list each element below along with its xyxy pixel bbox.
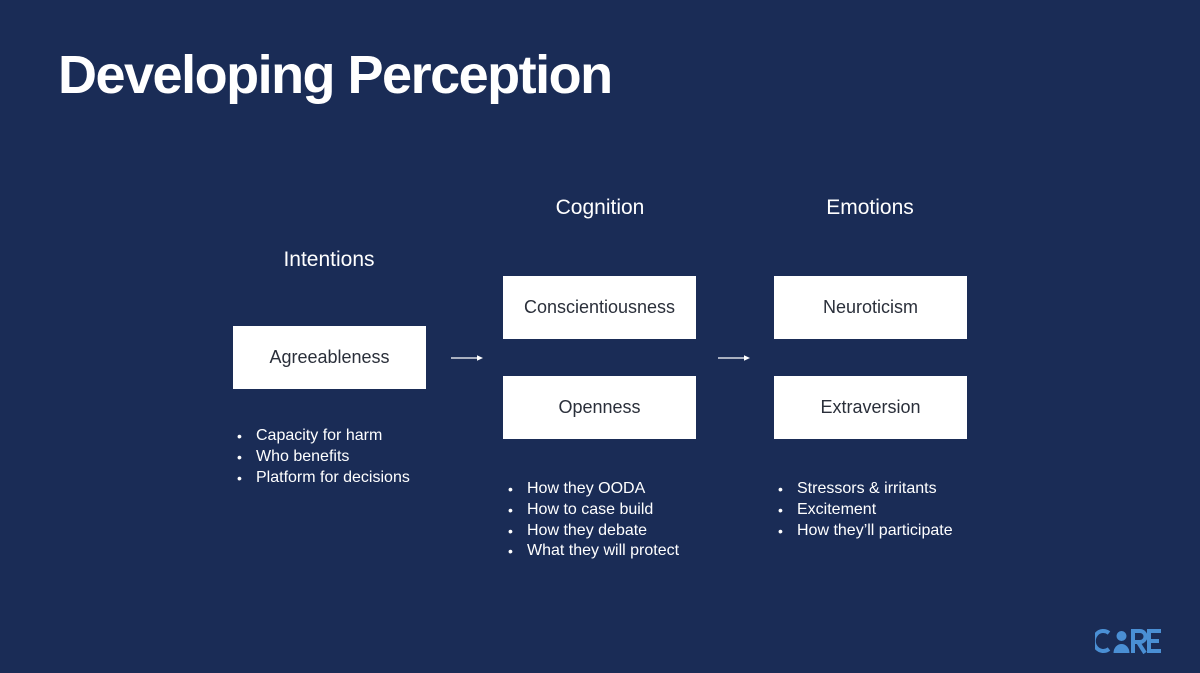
list-item: Stressors & irritants [775, 479, 953, 500]
intentions-bullet-list: Capacity for harm Who benefits Platform … [234, 426, 410, 488]
box-agreeableness: Agreeableness [233, 326, 426, 389]
box-label: Agreeableness [269, 347, 390, 367]
core-logo [1095, 629, 1161, 655]
list-item: Excitement [775, 500, 953, 521]
list-item: What they will protect [505, 541, 679, 562]
box-label: Conscientiousness [523, 297, 676, 317]
box-label: Openness [558, 397, 641, 417]
column-heading-cognition: Cognition [555, 196, 645, 219]
box-neuroticism: Neuroticism [774, 276, 967, 339]
arrow-right-icon [451, 355, 483, 361]
list-item: Who benefits [234, 447, 410, 468]
column-heading-emotions: Emotions [826, 196, 914, 219]
arrow-right-icon [718, 355, 750, 361]
emotions-bullet-list: Stressors & irritants Excitement How the… [775, 479, 953, 541]
list-item: How they’ll participate [775, 521, 953, 542]
box-conscientiousness: Conscientiousness [503, 276, 696, 339]
list-item: Capacity for harm [234, 426, 410, 447]
column-heading-intentions: Intentions [283, 248, 375, 271]
slide-title: Developing Perception [58, 45, 613, 105]
box-openness: Openness [503, 376, 696, 439]
cognition-bullet-list: How they OODA How to case build How they… [505, 479, 679, 562]
box-extraversion: Extraversion [774, 376, 967, 439]
list-item: How they debate [505, 521, 679, 542]
box-label: Extraversion [820, 397, 921, 417]
list-item: How to case build [505, 500, 679, 521]
list-item: Platform for decisions [234, 468, 410, 489]
box-label: Neuroticism [822, 297, 919, 317]
list-item: How they OODA [505, 479, 679, 500]
